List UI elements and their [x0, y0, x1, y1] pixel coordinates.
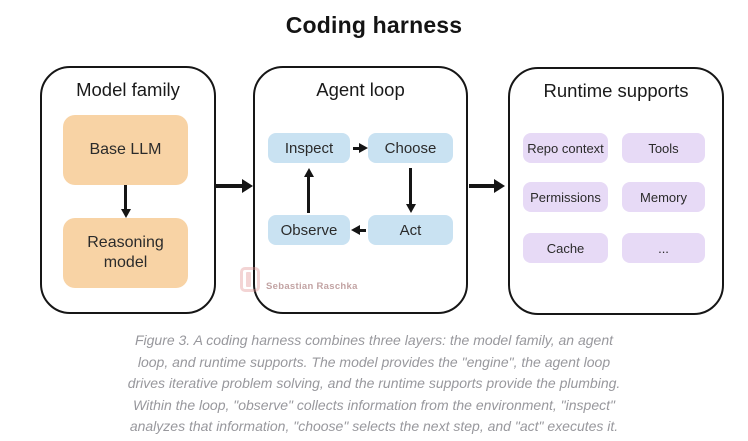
figure-caption: Figure 3. A coding harness combines thre… [14, 330, 734, 438]
arrow-choose-to-act-icon [409, 168, 412, 204]
caption-line: Within the loop, "observe" collects info… [133, 396, 615, 413]
caption-line: loop, and runtime supports. The model pr… [137, 353, 611, 370]
panel-model-family-title: Model family [76, 79, 180, 100]
arrow-observe-to-inspect-icon [307, 177, 310, 213]
arrow-act-to-observe-icon [360, 228, 366, 232]
node-memory: Memory [622, 182, 705, 212]
node-ellipsis: ... [622, 233, 705, 263]
node-permissions: Permissions [523, 182, 608, 212]
node-repo-context: Repo context [523, 133, 608, 163]
arrow-model-to-agent-icon [216, 184, 242, 188]
raschka-logo-icon [240, 267, 260, 292]
node-inspect: Inspect [268, 133, 350, 163]
node-choose: Choose [368, 133, 453, 163]
node-base-llm: Base LLM [63, 115, 188, 185]
caption-line: drives iterative problem solving, and th… [127, 375, 621, 391]
arrow-base-llm-to-reasoning-icon [124, 185, 127, 209]
arrow-inspect-to-choose-icon [353, 146, 359, 150]
node-reasoning-model: Reasoning model [63, 218, 188, 288]
panel-agent-loop: Agent loop Inspect Choose Observe Act [253, 66, 468, 314]
node-tools: Tools [622, 133, 705, 163]
watermark-text: Sebastian Raschka [266, 281, 358, 292]
panel-runtime-supports: Runtime supports Repo context Tools Perm… [508, 67, 724, 315]
caption-line: analyzes that information, "choose" sele… [129, 418, 619, 434]
panel-model-family: Model family Base LLM Reasoning model [40, 66, 216, 314]
arrow-agent-to-runtime-icon [469, 184, 494, 188]
panel-runtime-supports-title: Runtime supports [543, 80, 689, 101]
panel-agent-loop-title: Agent loop [316, 79, 405, 100]
caption-line: Figure 3. A coding harness combines thre… [134, 332, 614, 348]
figure-title: Coding harness [285, 12, 463, 38]
node-observe: Observe [268, 215, 350, 245]
node-cache: Cache [523, 233, 608, 263]
node-act: Act [368, 215, 453, 245]
